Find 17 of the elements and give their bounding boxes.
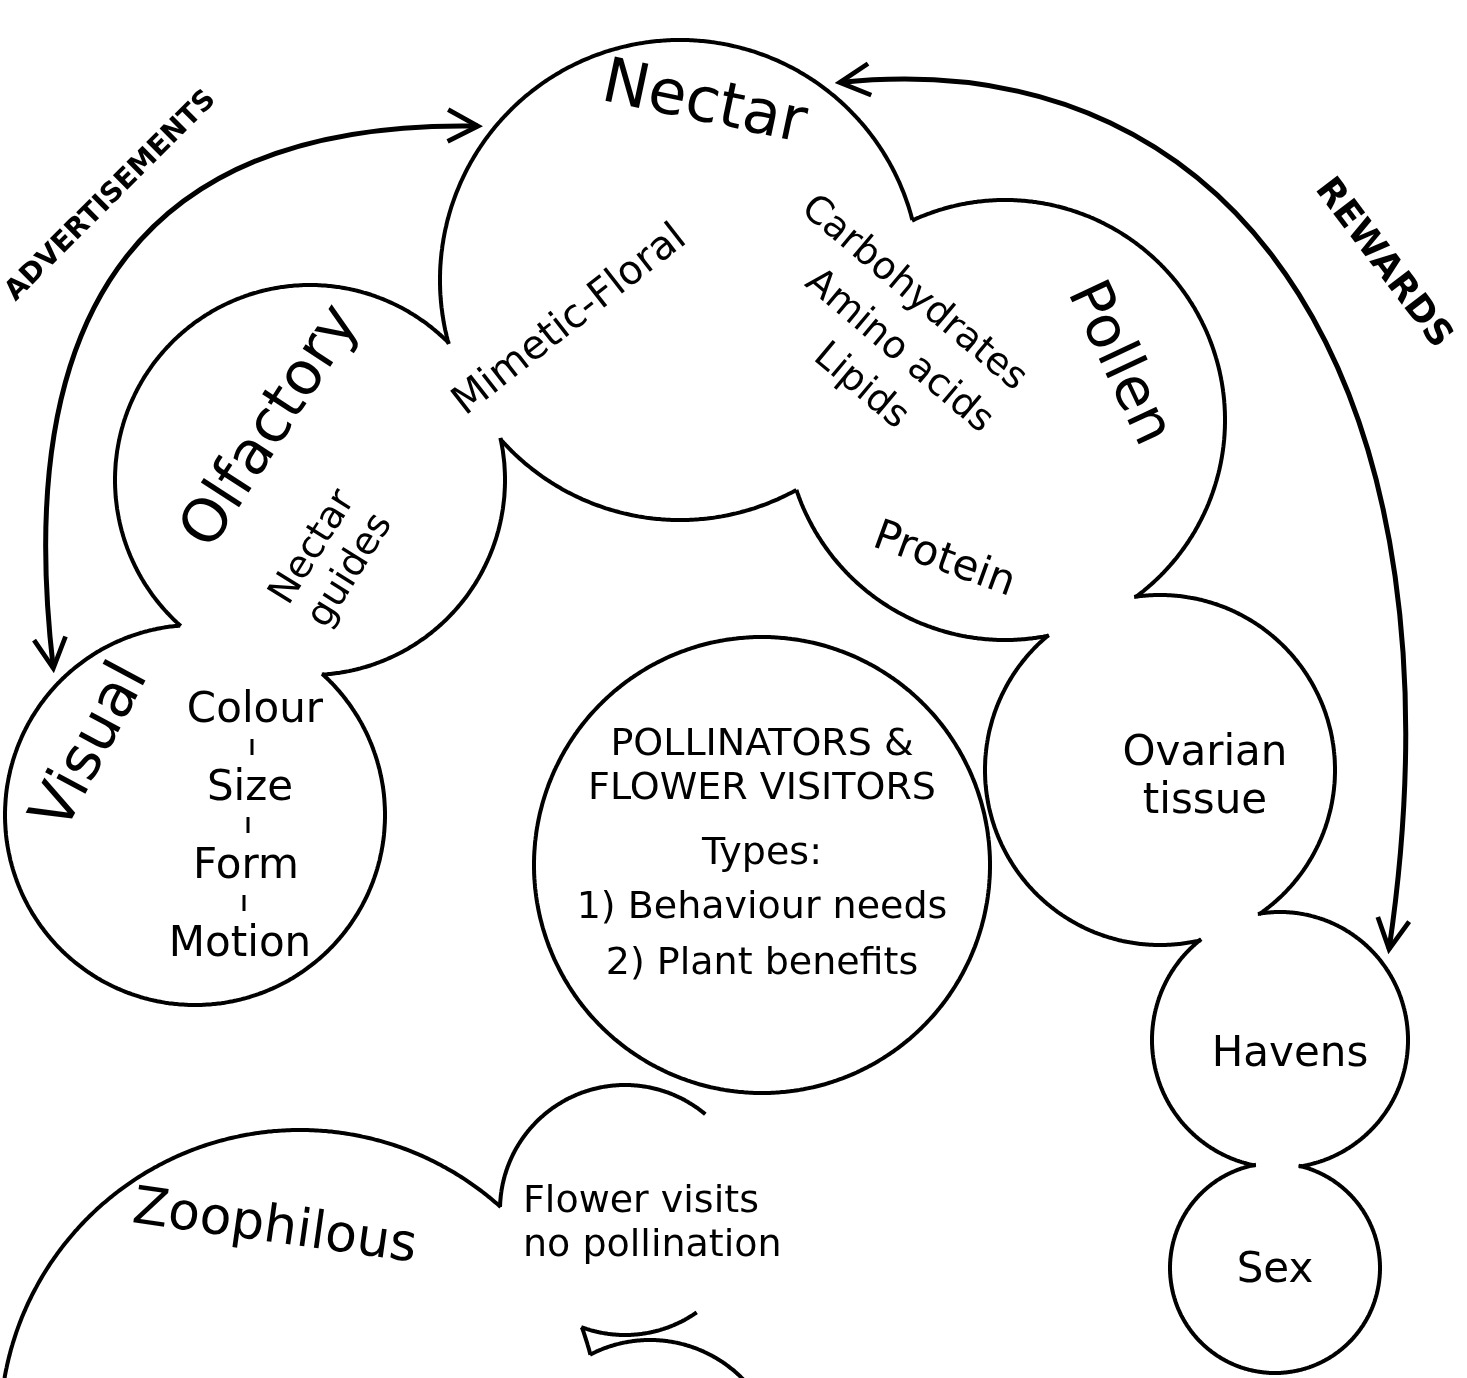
lobe-text: Types: bbox=[702, 830, 822, 874]
lobe-text: Sex bbox=[1236, 1243, 1314, 1293]
lobe-text: Form bbox=[193, 839, 299, 889]
curved-double-arrow bbox=[837, 63, 1411, 952]
lobe-text: Motion bbox=[168, 917, 312, 967]
lobe-text: 2) Plant benefits bbox=[605, 940, 919, 984]
lobe-text: Size bbox=[206, 761, 294, 811]
lobe-title: Nectar bbox=[596, 43, 814, 157]
lobe-text: Ovarian tissue bbox=[1121, 726, 1289, 824]
lobe-text: Havens bbox=[1211, 1027, 1369, 1077]
lobe-title: Pollen bbox=[1055, 269, 1189, 455]
lobe-text: Colour bbox=[186, 683, 324, 733]
lobe-text: Zoophilous bbox=[129, 1175, 421, 1275]
center-heading: POLLINATORS & FLOWER VISITORS bbox=[587, 721, 937, 809]
lobe-text: 1) Behaviour needs bbox=[576, 884, 948, 928]
lobe-text: Flower visits no pollination bbox=[523, 1178, 783, 1266]
curved-double-arrow bbox=[32, 108, 481, 671]
